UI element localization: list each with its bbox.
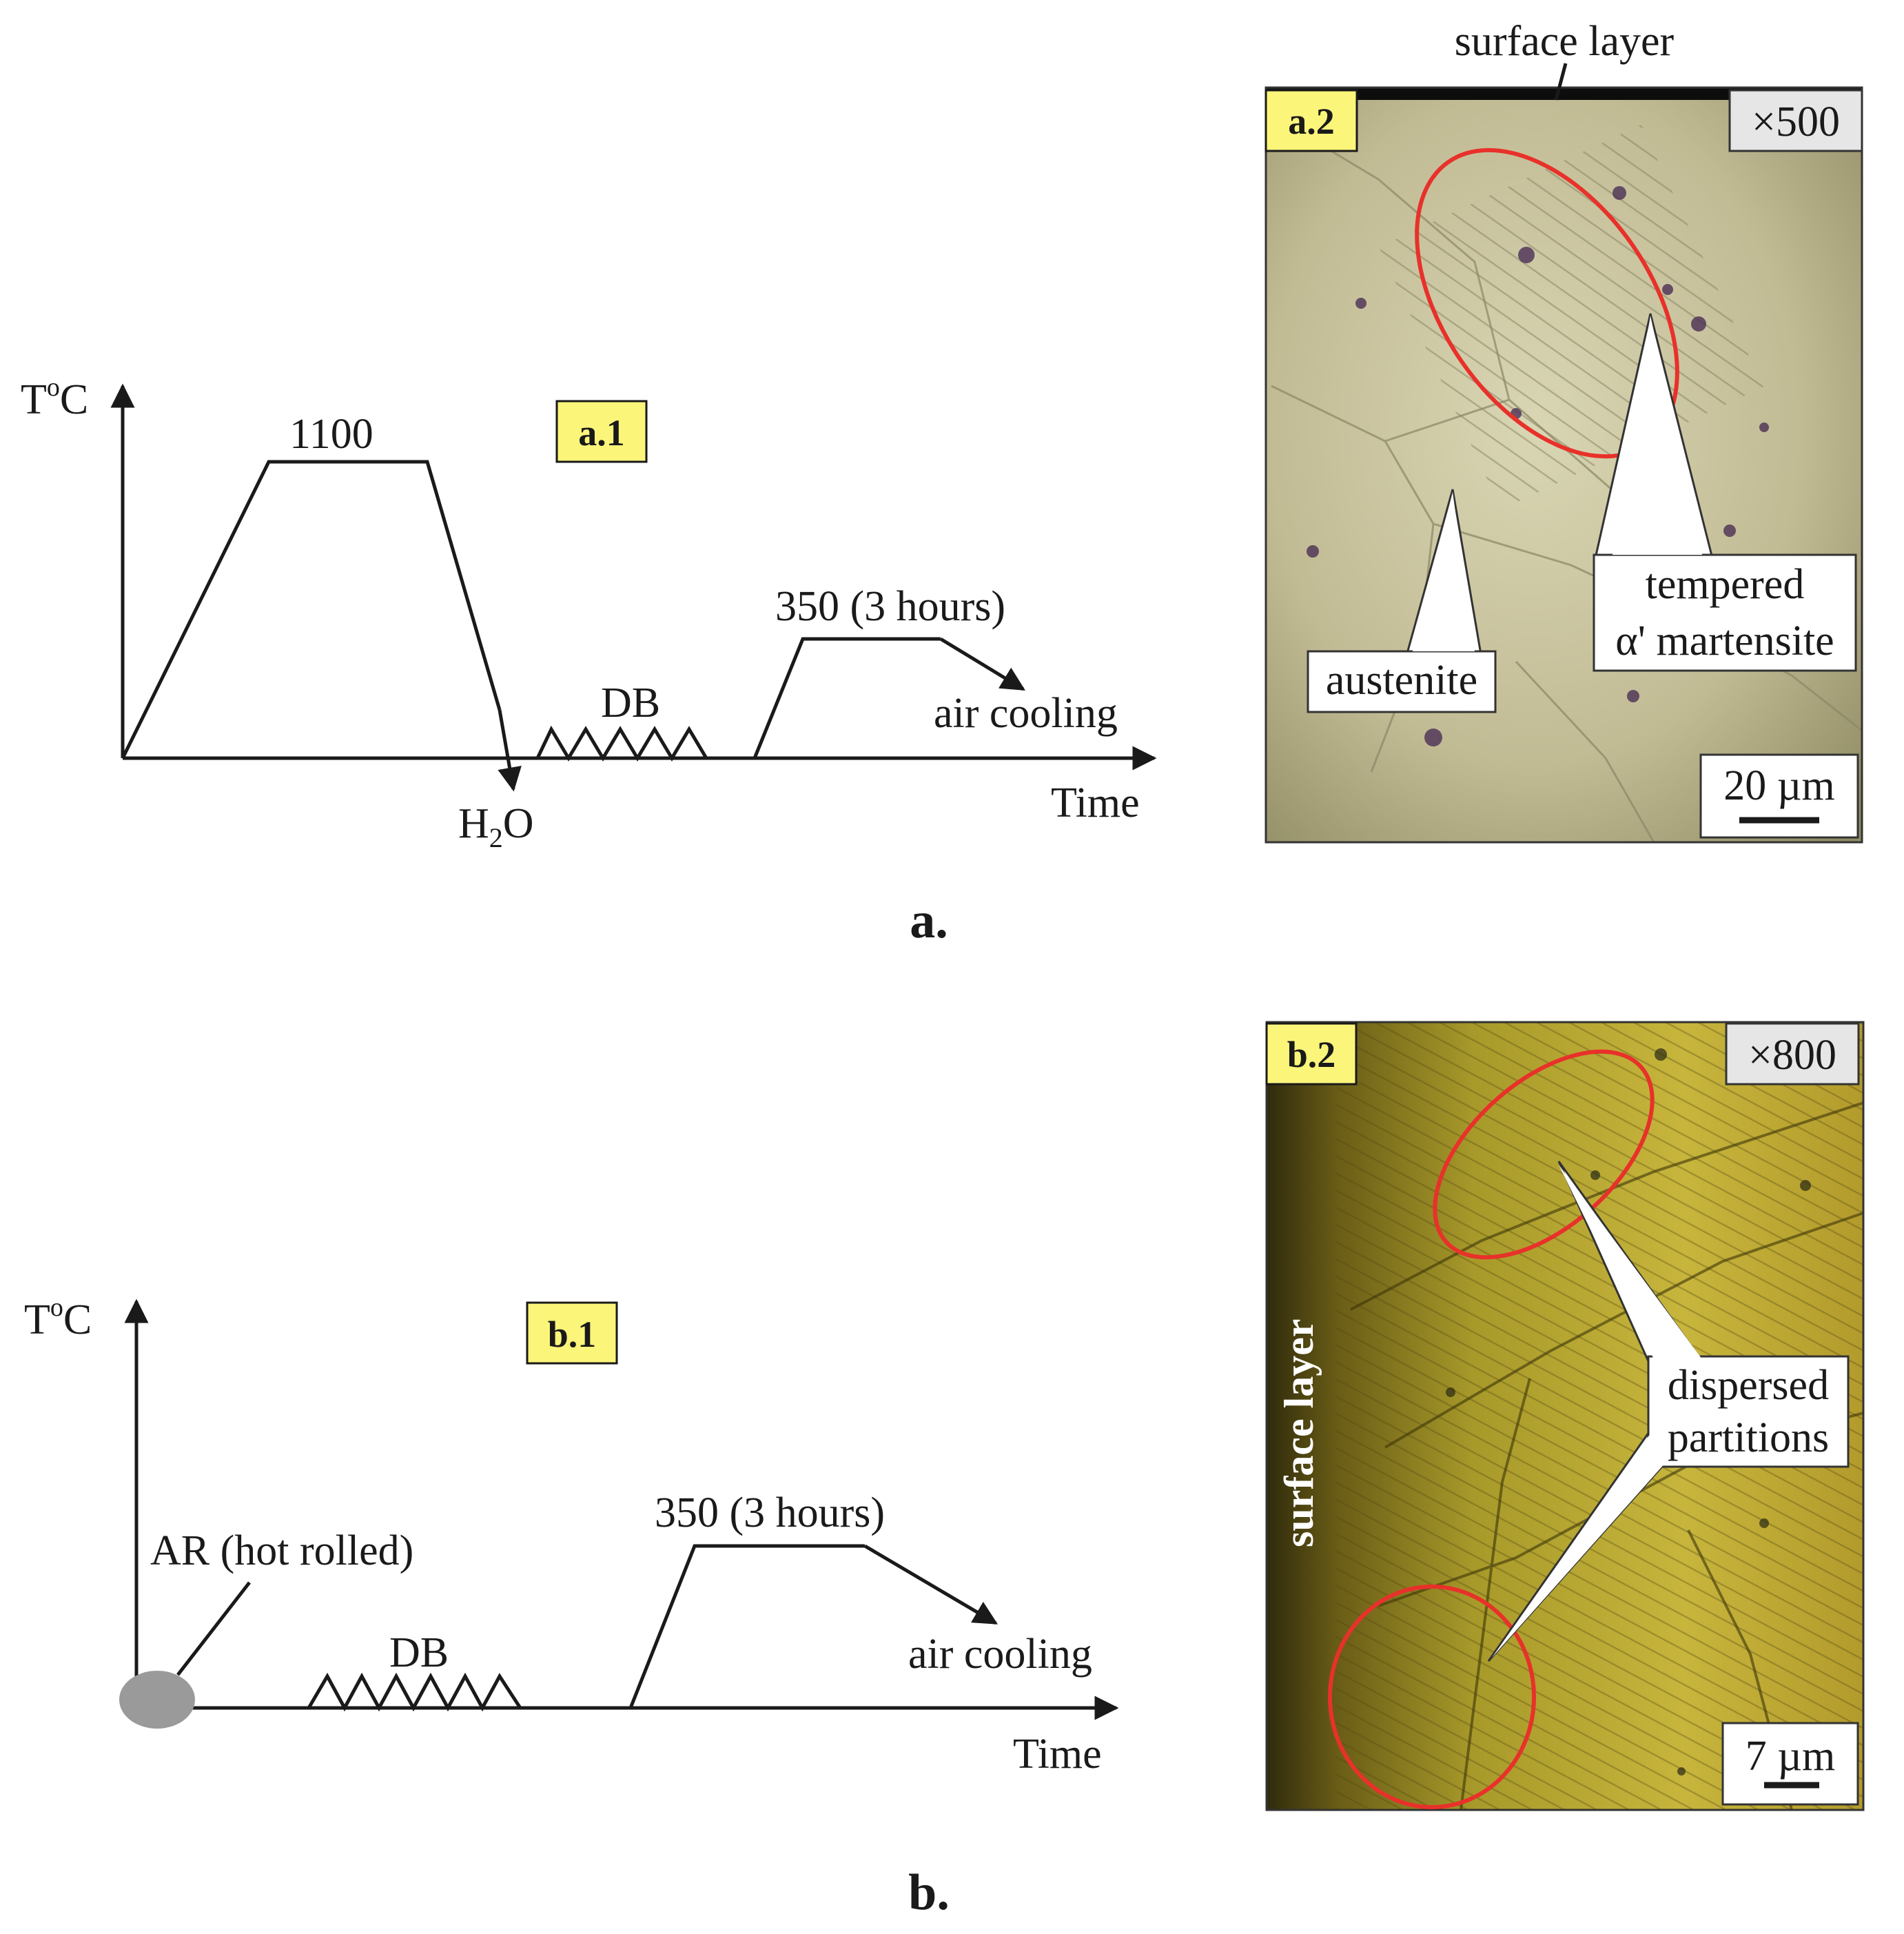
scale-bar-box-b2 bbox=[1721, 1722, 1859, 1806]
air-cooling-arrow-b1 bbox=[863, 1544, 999, 1625]
surface-layer-label-a2: surface layer bbox=[1455, 18, 1675, 65]
tag-b1 bbox=[526, 1301, 618, 1365]
surface-layer-band bbox=[1266, 88, 1862, 100]
austenite-callout-label: austenite bbox=[1326, 657, 1477, 704]
scale-bar-label-a2: 20 µm bbox=[1723, 762, 1834, 809]
peak-temperature-label: 1100 bbox=[289, 411, 373, 458]
magnification-label-b2: ×800 bbox=[1748, 1032, 1836, 1079]
tempering-profile-b1 bbox=[628, 1544, 865, 1709]
martensite-callout-line1: tempered bbox=[1646, 561, 1805, 608]
chart-b1: ToC Time AR (hot rolled) DB 350 (3 hours… bbox=[24, 1293, 1119, 1778]
partitions-callout-box bbox=[1647, 1355, 1850, 1468]
tempering-label-b1: 350 (3 hours) bbox=[655, 1489, 885, 1536]
surface-layer-label-b2: surface layer bbox=[1276, 1319, 1322, 1547]
magnification-badge-a2 bbox=[1728, 89, 1863, 152]
tag-a2 bbox=[1265, 89, 1358, 152]
partitions-highlight-ring-lower bbox=[1328, 1585, 1536, 1809]
micrograph-a2: surface layer tempered α' martensite aus… bbox=[1265, 18, 1863, 844]
panel-a-caption: a. bbox=[910, 893, 948, 949]
martensite-callout-box bbox=[1593, 553, 1857, 672]
tempering-profile-a1 bbox=[753, 637, 941, 759]
chart-a1: ToC Time 1100 H2O DB 350 (3 hours) air c… bbox=[21, 373, 1157, 853]
austenite-callout-box bbox=[1307, 650, 1497, 713]
quench-medium-label: H2O bbox=[458, 800, 534, 853]
x-axis-label-a1: Time bbox=[1051, 780, 1140, 826]
x-axis-label-b1: Time bbox=[1013, 1731, 1102, 1778]
tag-a1-label: a.1 bbox=[578, 412, 625, 454]
db-label-a1: DB bbox=[601, 680, 660, 726]
y-axis-label-b1: ToC bbox=[24, 1293, 92, 1343]
micrograph-b2: surface layer dispersed partitions b.2 ×… bbox=[1265, 1021, 1865, 1811]
as-rolled-label: AR (hot rolled) bbox=[150, 1527, 413, 1574]
martensite-callout-line2: α' martensite bbox=[1615, 618, 1834, 664]
air-cooling-label-a1: air cooling bbox=[934, 690, 1118, 737]
magnification-badge-b2 bbox=[1725, 1022, 1860, 1086]
tag-a2-label: a.2 bbox=[1288, 101, 1335, 142]
surface-layer-leader-a2 bbox=[1554, 63, 1568, 101]
db-zigzag-a1 bbox=[535, 725, 717, 762]
y-axis-label-a1: ToC bbox=[21, 373, 88, 423]
tag-a1 bbox=[555, 400, 648, 463]
magnification-label-a2: ×500 bbox=[1752, 99, 1840, 145]
air-cooling-arrow-a1 bbox=[939, 637, 1025, 691]
panel-b-caption: b. bbox=[908, 1864, 950, 1921]
db-zigzag-b1 bbox=[307, 1672, 522, 1712]
quench-arrow bbox=[498, 709, 522, 792]
scale-bar-box-a2 bbox=[1699, 753, 1859, 839]
partitions-callout-line1: dispersed bbox=[1668, 1362, 1829, 1409]
tag-b1-label: b.1 bbox=[548, 1314, 597, 1355]
scale-bar-label-b2: 7 µm bbox=[1746, 1733, 1835, 1780]
air-cooling-label-b1: air cooling bbox=[908, 1631, 1092, 1678]
db-label-b1: DB bbox=[389, 1629, 449, 1676]
as-rolled-start-marker bbox=[119, 1671, 195, 1729]
tempering-label-a1: 350 (3 hours) bbox=[775, 583, 1005, 630]
as-rolled-leader bbox=[176, 1581, 251, 1676]
tag-b2 bbox=[1265, 1022, 1358, 1086]
partitions-callout-line2: partitions bbox=[1668, 1414, 1829, 1461]
tag-b2-label: b.2 bbox=[1287, 1034, 1336, 1075]
austenitizing-profile bbox=[121, 460, 502, 760]
